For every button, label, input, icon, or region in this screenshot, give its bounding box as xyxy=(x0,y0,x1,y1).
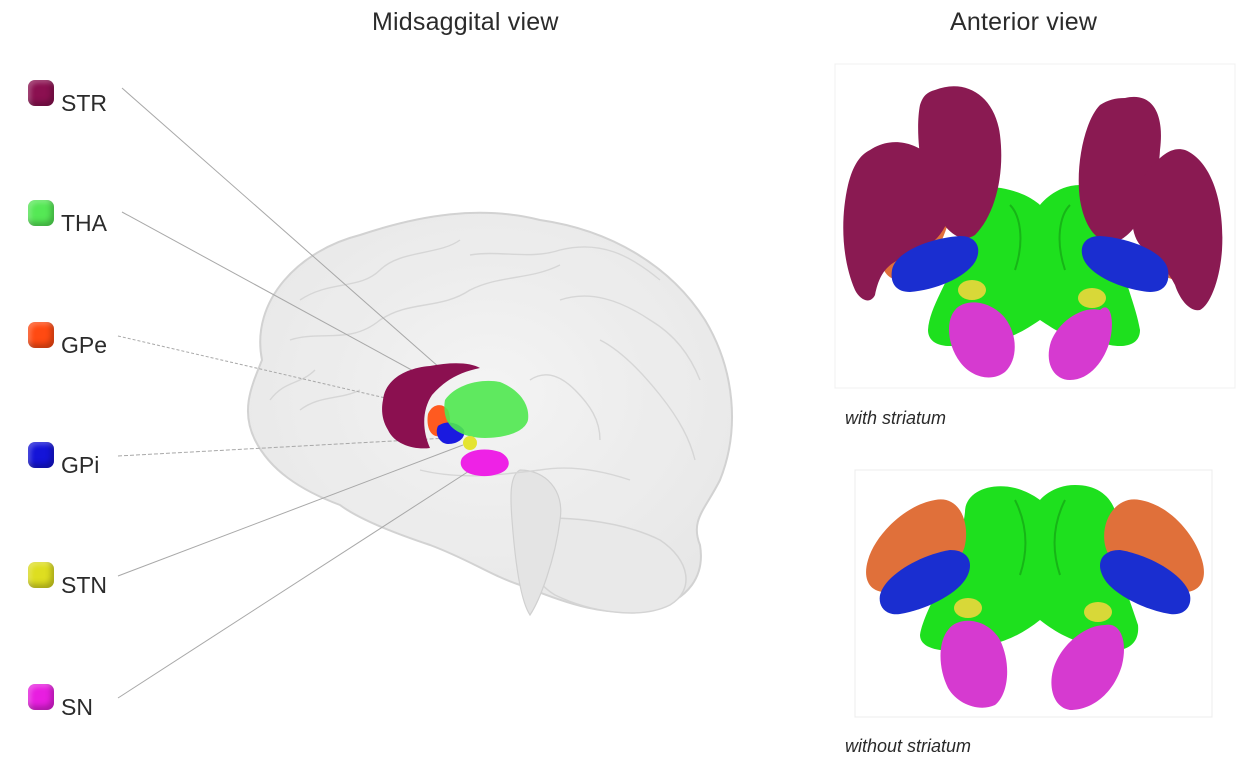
caption-with-striatum: with striatum xyxy=(845,408,946,429)
leader-line-sn xyxy=(118,464,480,698)
caption-without-striatum: without striatum xyxy=(845,736,971,757)
sn-shape xyxy=(461,450,509,477)
stn-shape xyxy=(463,436,477,450)
